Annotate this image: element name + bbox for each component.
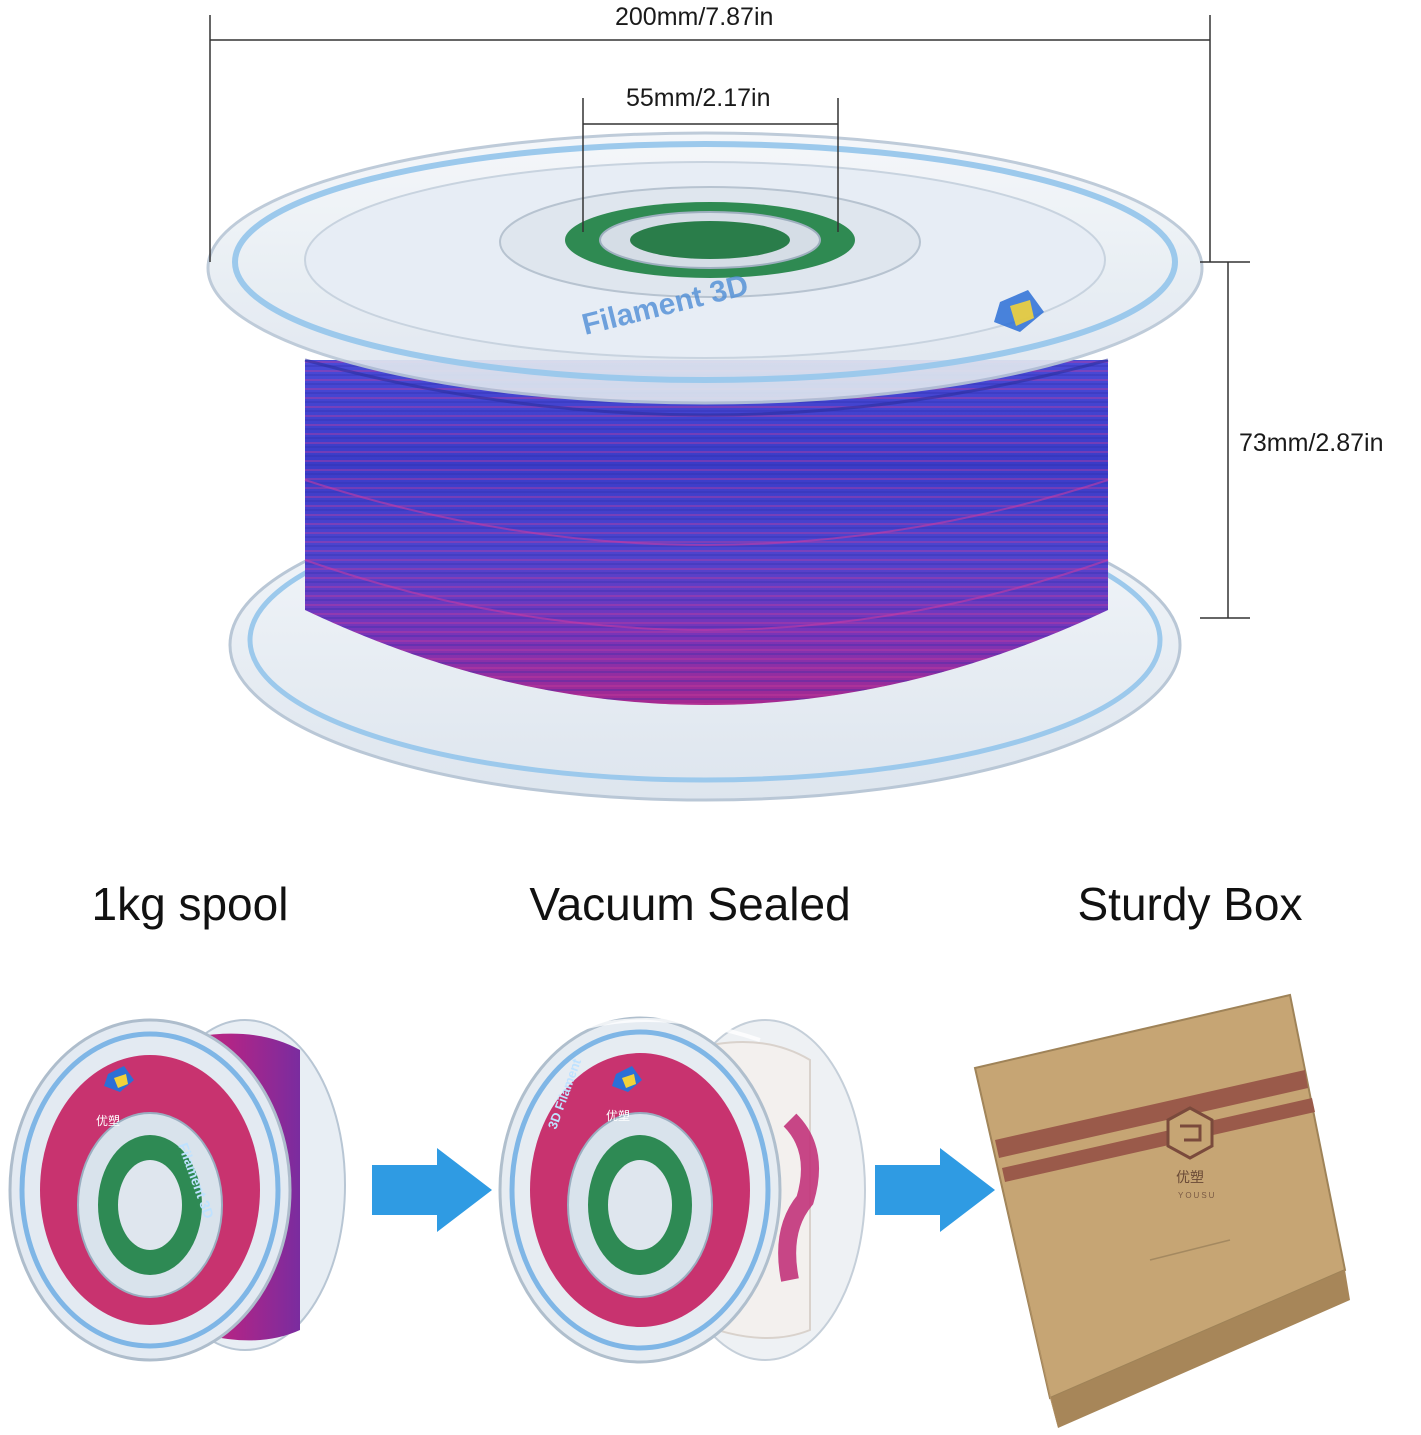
spool-2-brand-label: 优塑	[606, 1108, 630, 1123]
inner-diameter-label: 55mm/2.17in	[626, 84, 771, 112]
top-flange	[206, 131, 1204, 405]
spool-1-brand-label: 优塑	[96, 1113, 120, 1128]
spool-1-flange-label: Filament 3D	[175, 1141, 217, 1221]
caption-sturdy-box: Sturdy Box	[1077, 878, 1303, 930]
spool-2-side-label: 3D Filament	[545, 1056, 585, 1131]
small-spool-1	[8, 1018, 346, 1362]
box-brand-name: 优塑	[1176, 1169, 1204, 1185]
caption-1kg-spool: 1kg spool	[91, 878, 289, 930]
arrow-icon-2	[875, 1148, 995, 1232]
caption-vacuum-sealed: Vacuum Sealed	[529, 878, 851, 930]
outer-diameter-label: 200mm/7.87in	[615, 3, 774, 31]
small-spool-2	[498, 1016, 866, 1364]
sturdy-box	[973, 993, 1350, 1428]
width-label: 73mm/2.87in	[1239, 429, 1384, 457]
filament-winding	[304, 358, 1109, 705]
arrow-icon-1	[372, 1148, 492, 1232]
dimension-lines	[209, 15, 1250, 619]
main-spool-figure: Filament 3D	[206, 15, 1250, 802]
box-brand-latin: YOUSU	[1178, 1191, 1216, 1200]
